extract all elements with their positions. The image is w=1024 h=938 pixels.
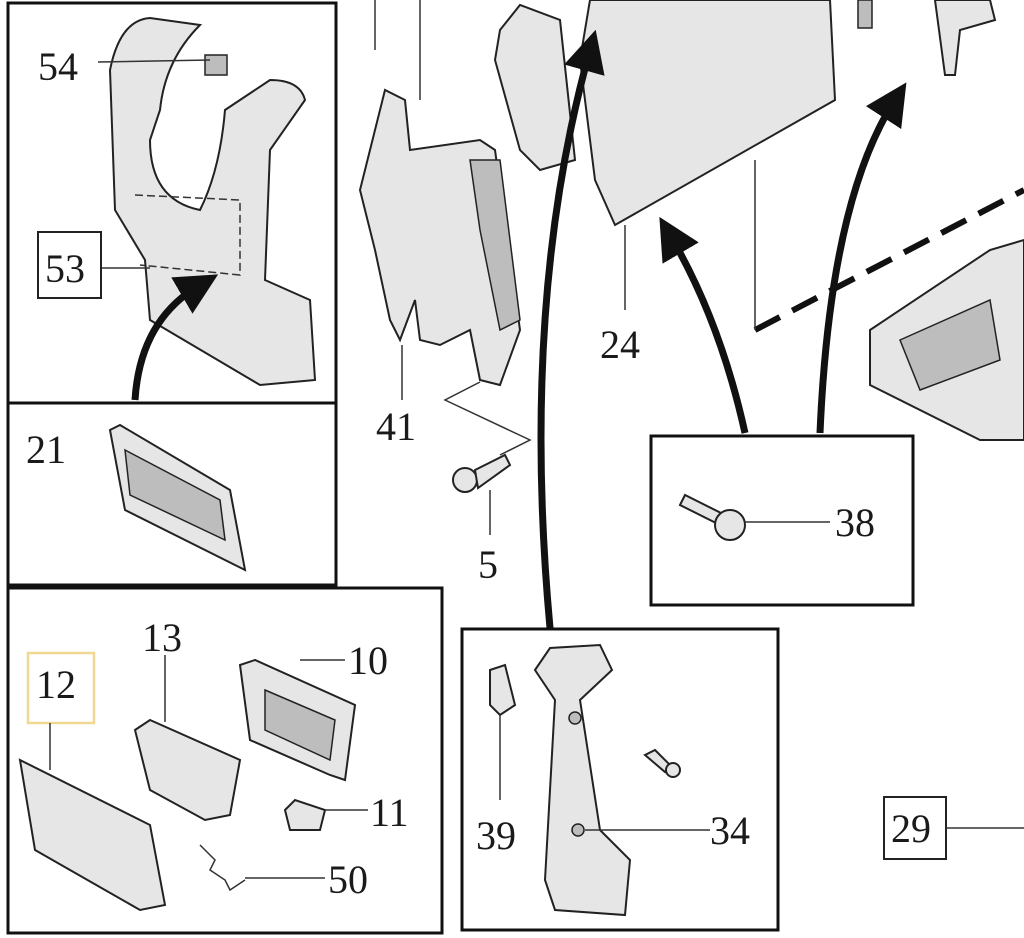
label-5: 5: [478, 542, 498, 587]
part-21-housing[interactable]: [108, 423, 247, 572]
arrow-38-to-24: [659, 216, 749, 434]
arrow-21-to-53: [131, 274, 219, 401]
part-54-clip[interactable]: [204, 54, 228, 76]
label-38: 38: [835, 500, 875, 545]
label-54: 54: [38, 44, 78, 89]
arrow-38-to-top-right: [816, 82, 907, 434]
detail-frame-21: [6, 401, 338, 587]
label-12: 12: [36, 662, 76, 707]
part-12-cover[interactable]: [18, 758, 167, 912]
part-console-base[interactable]: [869, 238, 1024, 441]
highlight-box-12: [26, 651, 96, 725]
part-39-nut[interactable]: [489, 663, 517, 717]
leader-41-5: [443, 381, 532, 456]
label-39: 39: [476, 813, 516, 858]
part-53-bracket[interactable]: [108, 16, 317, 387]
detail-frame-12-13-10-11-50: [6, 586, 444, 935]
part-34-screw[interactable]: [643, 748, 681, 778]
leader-54: [97, 59, 211, 63]
label-13: 13: [142, 615, 182, 660]
part-10-frame[interactable]: [238, 658, 357, 782]
label-11: 11: [370, 790, 409, 835]
arrow-34-to-top: [537, 29, 605, 629]
part-top-right-fittings[interactable]: [857, 0, 997, 76]
part-41-bracket[interactable]: [358, 88, 522, 387]
part-upper-console[interactable]: [493, 0, 837, 227]
label-box-53: [37, 231, 102, 299]
label-34: 34: [710, 808, 750, 853]
part-38-screw[interactable]: [678, 493, 746, 541]
label-29: 29: [891, 806, 931, 851]
label-41: 41: [376, 404, 416, 449]
detail-frame-38: [649, 434, 915, 607]
label-50: 50: [328, 857, 368, 902]
part-34-bracket[interactable]: [533, 643, 632, 917]
part-13-tray[interactable]: [133, 718, 242, 822]
label-21: 21: [26, 427, 66, 472]
dashed-line: [753, 187, 1024, 333]
part-5-screw[interactable]: [452, 453, 512, 493]
part-11-clip[interactable]: [283, 798, 327, 831]
label-24: 24: [600, 322, 640, 367]
label-10: 10: [348, 638, 388, 683]
detail-frame-39-34: [460, 627, 780, 932]
label-53: 53: [45, 246, 85, 291]
part-50-spring[interactable]: [199, 844, 246, 892]
